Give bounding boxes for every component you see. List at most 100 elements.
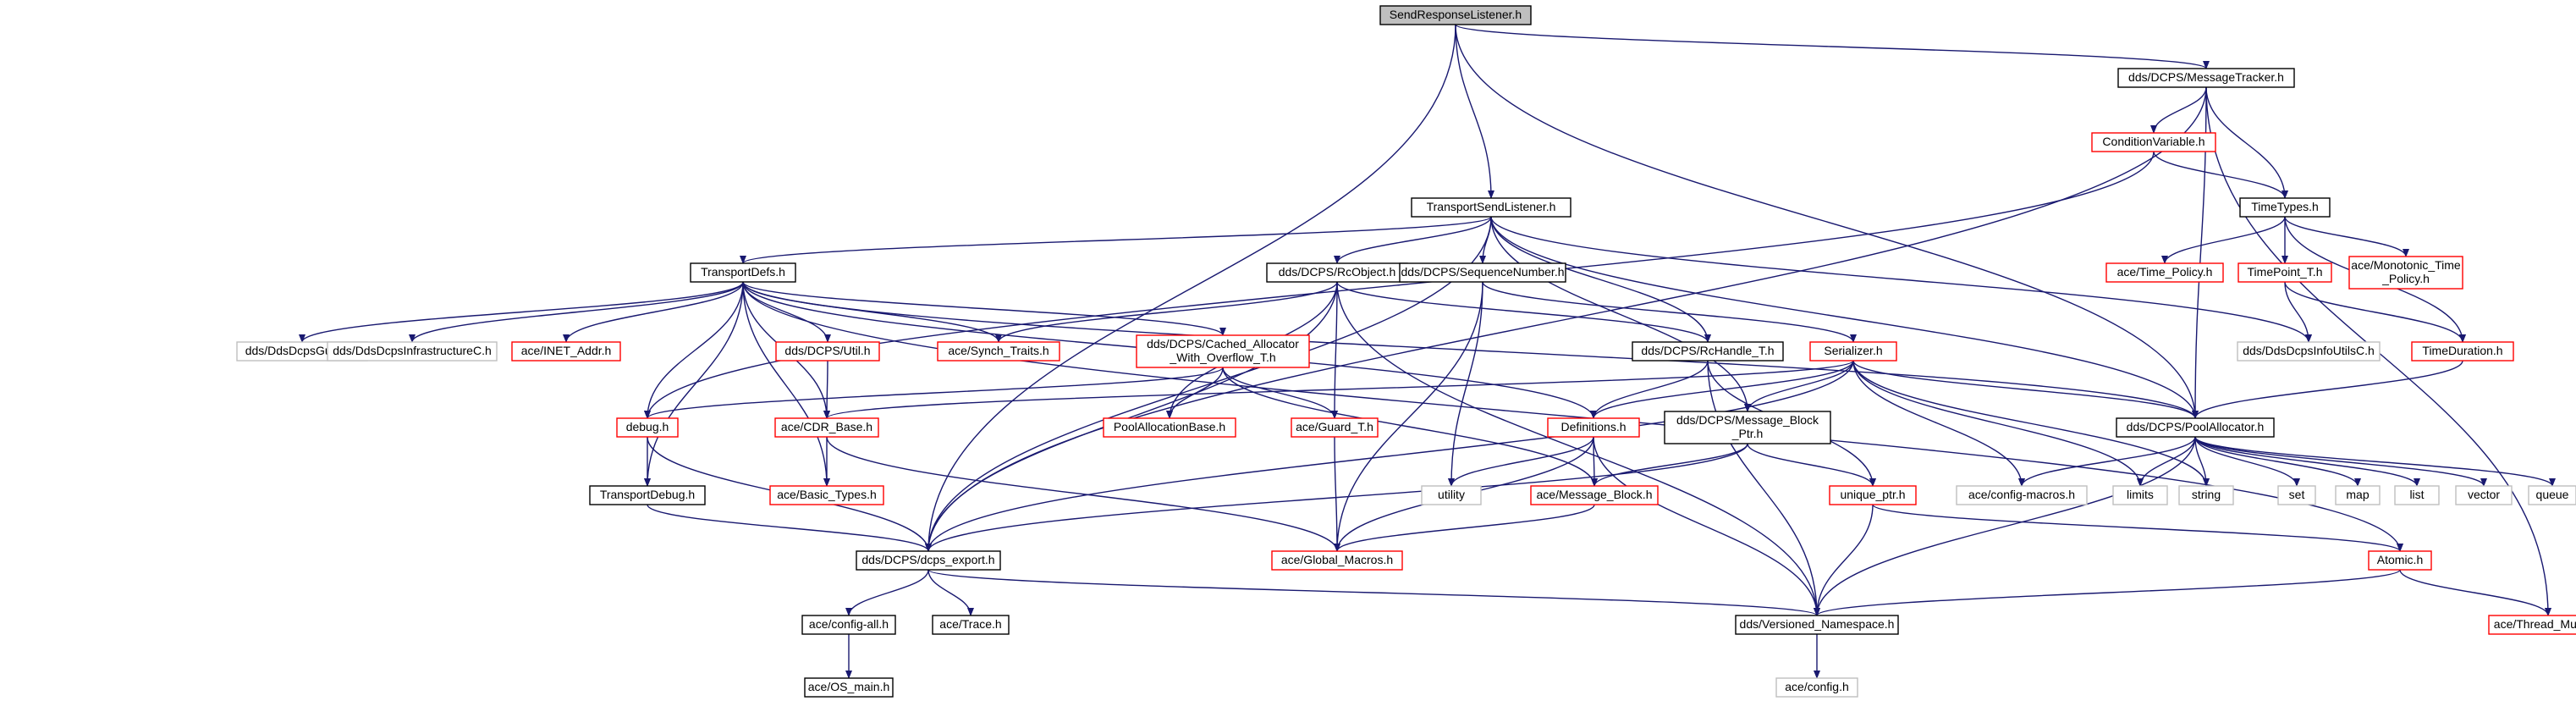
node-msgblock[interactable]: ace/Message_Block.h	[1530, 485, 1659, 505]
edge-line	[845, 569, 929, 616]
node-util[interactable]: dds/DCPS/Util.h	[775, 341, 880, 362]
node-timepolicy[interactable]: ace/Time_Policy.h	[2105, 262, 2224, 283]
node-label: Serializer.h	[1824, 344, 1882, 357]
edge-line	[925, 360, 1854, 552]
edge-line	[1334, 216, 1492, 264]
node-vector[interactable]: vector	[2455, 485, 2513, 505]
node-set[interactable]: set	[2277, 485, 2316, 505]
node-transportdefs[interactable]: TransportDefs.h	[690, 262, 796, 283]
node-msgtracker[interactable]: dds/DCPS/MessageTracker.h	[2117, 68, 2295, 88]
node-label: dds/DCPS/Cached_Allocator	[1147, 337, 1299, 350]
edge-root-to-poolalloc	[1455, 24, 2199, 419]
node-label: TransportSendListener.h	[1427, 200, 1556, 213]
edge-timepoint-to-timeduration	[2284, 281, 2466, 343]
edge-cachedalloc-to-guard	[1222, 367, 1338, 419]
node-config[interactable]: ace/config.h	[1775, 677, 1858, 698]
node-cachedalloc[interactable]: dds/DCPS/Cached_Allocator_With_Overflow_…	[1136, 334, 1310, 368]
node-basictypes[interactable]: ace/Basic_Types.h	[769, 485, 884, 505]
node-map[interactable]: map	[2335, 485, 2381, 505]
node-box	[1421, 485, 1482, 505]
node-atomic[interactable]: Atomic.h	[2368, 550, 2432, 571]
edge-tsl-to-rchandle	[1490, 216, 1711, 343]
node-box	[2112, 485, 2168, 505]
node-rcobject[interactable]: dds/DCPS/RcObject.h	[1266, 262, 1408, 283]
edge-poolalloc-to-string	[2194, 436, 2210, 487]
node-debug[interactable]: debug.h	[616, 417, 679, 438]
edge-transportdefs-to-inetaddr	[563, 281, 744, 343]
edge-transportdefs-to-debug	[644, 281, 744, 419]
node-transportdebug[interactable]: TransportDebug.h	[589, 485, 706, 505]
node-label: ace/Global_Macros.h	[1281, 553, 1393, 566]
node-label: dds/DCPS/PoolAllocator.h	[2127, 420, 2265, 433]
node-osmain[interactable]: ace/OS_main.h	[804, 677, 894, 698]
edge-rcobject-to-dcpsexport	[925, 281, 1338, 552]
node-globalmacros[interactable]: ace/Global_Macros.h	[1271, 550, 1403, 571]
edge-atomic-to-threadmutex	[2399, 569, 2551, 616]
edge-line	[925, 281, 1338, 552]
node-poolalloc[interactable]: dds/DCPS/PoolAllocator.h	[2116, 417, 2275, 438]
edge-cachedalloc-to-poolallocbase	[1166, 367, 1224, 419]
edge-tsl-to-poolalloc	[1490, 216, 2199, 419]
node-definitions[interactable]: Definitions.h	[1547, 417, 1640, 438]
node-label: TimeDuration.h	[2422, 344, 2502, 357]
edge-line	[1490, 216, 1711, 343]
edge-cachedalloc-to-msgblock	[1222, 367, 1598, 487]
edge-transportdefs-to-synch	[742, 281, 1002, 343]
node-label: dds/DCPS/SequenceNumber.h	[1401, 265, 1565, 279]
node-timetypes[interactable]: TimeTypes.h	[2239, 197, 2331, 218]
edge-serializer-to-msgblockptr	[1744, 360, 1854, 412]
node-label: ace/Time_Policy.h	[2117, 265, 2213, 279]
node-label: TimeTypes.h	[2251, 200, 2319, 213]
edge-definitions-to-versioned	[1593, 436, 1820, 616]
edge-line	[1490, 216, 1751, 412]
node-configmacros[interactable]: ace/config-macros.h	[1956, 485, 2088, 505]
node-serializer[interactable]: Serializer.h	[1809, 341, 1897, 362]
node-poolallocbase[interactable]: PoolAllocationBase.h	[1103, 417, 1236, 438]
node-guard[interactable]: ace/Guard_T.h	[1291, 417, 1379, 438]
node-queue[interactable]: queue	[2528, 485, 2576, 505]
node-tsl[interactable]: TransportSendListener.h	[1411, 197, 1571, 218]
node-list[interactable]: list	[2394, 485, 2440, 505]
node-infoutils[interactable]: dds/DdsDcpsInfoUtilsC.h	[2237, 341, 2381, 362]
node-timepoint[interactable]: TimePoint_T.h	[2237, 262, 2332, 283]
node-monotonic[interactable]: ace/Monotonic_Time_Policy.h	[2348, 256, 2463, 290]
node-utility[interactable]: utility	[1421, 485, 1482, 505]
node-threadmutex[interactable]: ace/Thread_Mutex.h	[2488, 615, 2576, 635]
node-synch[interactable]: ace/Synch_Traits.h	[937, 341, 1060, 362]
node-label: vector	[2468, 488, 2500, 501]
node-label: debug.h	[626, 420, 669, 433]
node-infrac[interactable]: dds/DdsDcpsInfrastructureC.h	[327, 341, 498, 362]
edge-line	[742, 281, 1002, 343]
node-seqnum[interactable]: dds/DCPS/SequenceNumber.h	[1399, 262, 1566, 283]
node-uniqueptr[interactable]: unique_ptr.h	[1829, 485, 1917, 505]
node-label: ace/config.h	[1785, 680, 1849, 693]
node-rchandle[interactable]: dds/DCPS/RcHandle_T.h	[1632, 341, 1784, 362]
edge-serializer-to-dcpsexport	[925, 360, 1854, 552]
node-string[interactable]: string	[2178, 485, 2234, 505]
edge-line	[823, 360, 831, 419]
edge-root-to-msgtracker	[1455, 24, 2210, 69]
edge-rcobject-to-synch	[995, 281, 1338, 343]
edge-timetypes-to-timepolicy	[2161, 216, 2286, 264]
node-timeduration[interactable]: TimeDuration.h	[2411, 341, 2514, 362]
node-msgblockptr[interactable]: dds/DCPS/Message_Block_Ptr.h	[1664, 411, 1831, 444]
node-versioned[interactable]: dds/Versioned_Namespace.h	[1735, 615, 1899, 635]
node-box	[2117, 68, 2295, 88]
edge-util-to-cdrbase	[823, 360, 831, 419]
edge-line	[1448, 281, 1483, 487]
node-box	[774, 417, 879, 438]
node-box	[1379, 5, 1532, 25]
node-configall[interactable]: ace/config-all.h	[801, 615, 896, 635]
node-dcpsexport[interactable]: dds/DCPS/dcps_export.h	[856, 550, 1001, 571]
node-label: Definitions.h	[1560, 420, 1626, 433]
node-box	[2091, 132, 2216, 152]
edge-line	[1590, 360, 1709, 419]
node-label: PoolAllocationBase.h	[1114, 420, 1225, 433]
edge-line	[2192, 360, 2463, 419]
node-condvar[interactable]: ConditionVariable.h	[2091, 132, 2216, 152]
node-trace[interactable]: ace/Trace.h	[932, 615, 1010, 635]
node-inetaddr[interactable]: ace/INET_Addr.h	[511, 341, 621, 362]
node-cdrbase[interactable]: ace/CDR_Base.h	[774, 417, 879, 438]
edge-poolalloc-to-limits	[2137, 436, 2196, 487]
node-limits[interactable]: limits	[2112, 485, 2168, 505]
